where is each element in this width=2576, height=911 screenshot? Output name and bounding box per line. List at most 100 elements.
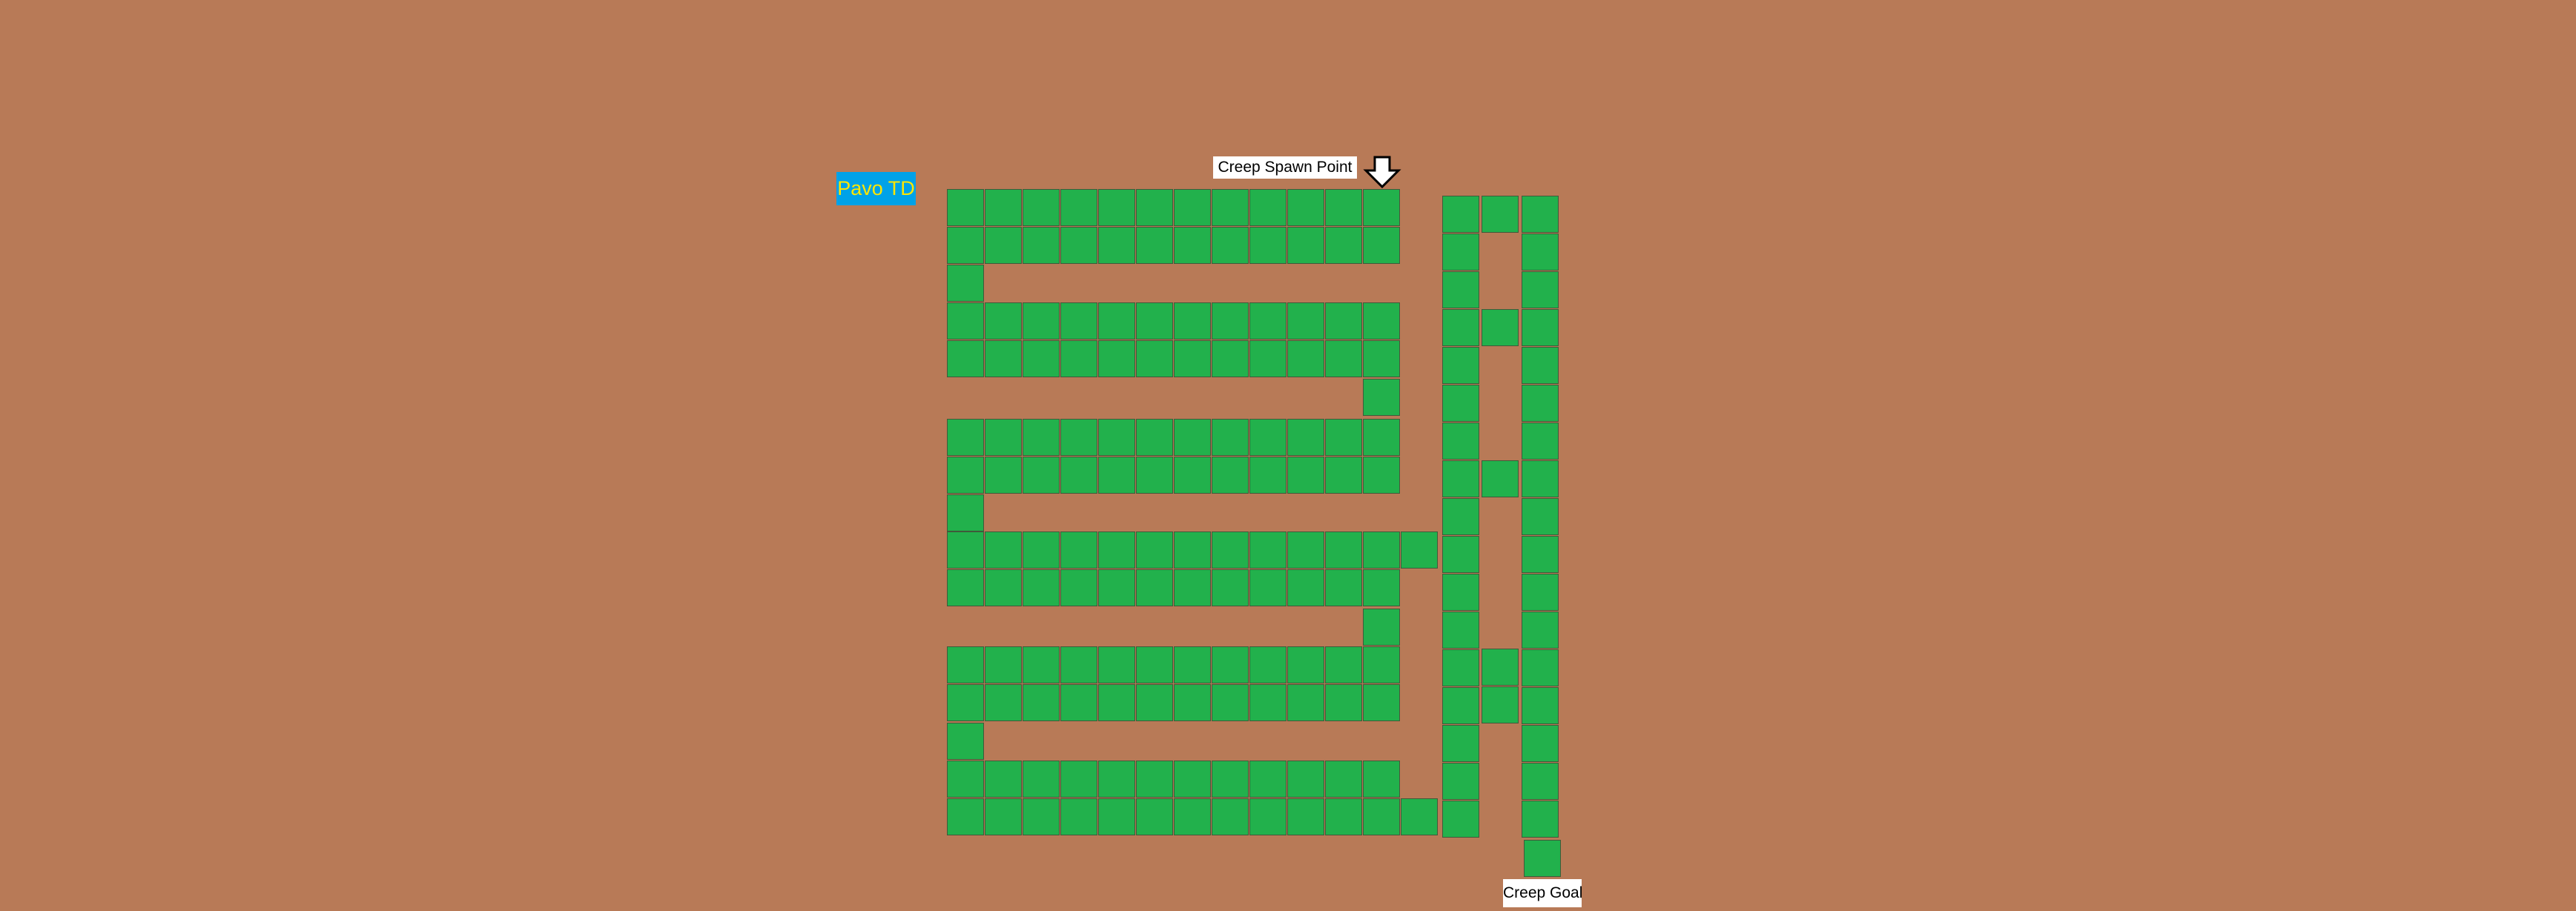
path-tile[interactable] (1060, 227, 1097, 264)
path-tile[interactable] (1249, 340, 1287, 377)
path-tile[interactable] (1060, 531, 1097, 569)
path-tile[interactable] (947, 265, 984, 302)
path-tile[interactable] (1098, 419, 1135, 456)
path-tile[interactable] (1136, 302, 1173, 339)
path-tile[interactable] (1325, 646, 1362, 683)
path-tile[interactable] (1442, 536, 1479, 573)
path-tile[interactable] (1287, 189, 1324, 226)
path-tile[interactable] (1249, 684, 1287, 721)
path-tile[interactable] (1522, 233, 1559, 271)
path-tile[interactable] (1363, 379, 1400, 416)
path-tile[interactable] (1522, 498, 1559, 535)
path-tile[interactable] (1442, 498, 1479, 535)
path-tile[interactable] (1212, 302, 1249, 339)
path-tile[interactable] (985, 189, 1022, 226)
path-tile[interactable] (1023, 419, 1060, 456)
path-tile[interactable] (1174, 531, 1211, 569)
path-tile[interactable] (1174, 227, 1211, 264)
path-tile[interactable] (1098, 302, 1135, 339)
path-tile[interactable] (985, 457, 1022, 494)
path-tile[interactable] (1522, 423, 1559, 460)
path-tile[interactable] (1249, 569, 1287, 606)
path-tile[interactable] (1442, 309, 1479, 346)
path-tile[interactable] (1136, 569, 1173, 606)
path-tile[interactable] (947, 798, 984, 835)
path-tile[interactable] (1212, 646, 1249, 683)
path-tile[interactable] (1249, 227, 1287, 264)
path-tile[interactable] (947, 419, 984, 456)
path-tile[interactable] (1023, 684, 1060, 721)
path-tile[interactable] (1098, 457, 1135, 494)
path-tile[interactable] (1325, 302, 1362, 339)
path-tile[interactable] (1442, 271, 1479, 308)
path-tile[interactable] (1023, 646, 1060, 683)
path-tile[interactable] (1212, 457, 1249, 494)
path-tile[interactable] (1023, 227, 1060, 264)
path-tile[interactable] (1522, 460, 1559, 497)
path-tile[interactable] (1325, 227, 1362, 264)
path-tile[interactable] (1060, 684, 1097, 721)
path-tile[interactable] (1363, 569, 1400, 606)
path-tile[interactable] (1136, 419, 1173, 456)
path-tile[interactable] (1212, 761, 1249, 798)
path-tile[interactable] (985, 761, 1022, 798)
path-tile[interactable] (1325, 761, 1362, 798)
path-tile[interactable] (985, 798, 1022, 835)
path-tile[interactable] (1287, 227, 1324, 264)
path-tile[interactable] (1325, 531, 1362, 569)
path-tile[interactable] (1522, 612, 1559, 649)
path-tile[interactable] (1136, 189, 1173, 226)
path-tile[interactable] (1174, 684, 1211, 721)
path-tile[interactable] (947, 684, 984, 721)
path-tile[interactable] (1442, 801, 1479, 838)
path-tile[interactable] (1212, 419, 1249, 456)
path-tile[interactable] (1442, 347, 1479, 384)
path-tile[interactable] (985, 531, 1022, 569)
path-tile[interactable] (947, 340, 984, 377)
path-tile[interactable] (1136, 798, 1173, 835)
path-tile[interactable] (1287, 646, 1324, 683)
path-tile[interactable] (1325, 569, 1362, 606)
path-tile[interactable] (1442, 612, 1479, 649)
path-tile[interactable] (1060, 340, 1097, 377)
path-tile[interactable] (1098, 761, 1135, 798)
path-tile[interactable] (1482, 686, 1519, 723)
path-tile[interactable] (1363, 646, 1400, 683)
path-tile[interactable] (1325, 340, 1362, 377)
path-tile[interactable] (1249, 531, 1287, 569)
path-tile[interactable] (1212, 684, 1249, 721)
path-tile[interactable] (947, 531, 984, 569)
path-tile[interactable] (1136, 340, 1173, 377)
path-tile[interactable] (1287, 531, 1324, 569)
path-tile[interactable] (1522, 196, 1559, 233)
path-tile[interactable] (1098, 531, 1135, 569)
path-tile[interactable] (1098, 684, 1135, 721)
path-tile[interactable] (1482, 649, 1519, 686)
path-tile[interactable] (1174, 340, 1211, 377)
path-tile[interactable] (1023, 798, 1060, 835)
path-tile[interactable] (1287, 457, 1324, 494)
path-tile[interactable] (1524, 840, 1561, 877)
path-tile[interactable] (1249, 457, 1287, 494)
path-tile[interactable] (1174, 419, 1211, 456)
path-tile[interactable] (1174, 798, 1211, 835)
path-tile[interactable] (1442, 574, 1479, 611)
path-tile[interactable] (947, 646, 984, 683)
path-tile[interactable] (1212, 340, 1249, 377)
path-tile[interactable] (1482, 309, 1519, 346)
path-tile[interactable] (1212, 227, 1249, 264)
path-tile[interactable] (1136, 646, 1173, 683)
path-tile[interactable] (1442, 385, 1479, 422)
path-tile[interactable] (1287, 340, 1324, 377)
path-tile[interactable] (1522, 687, 1559, 724)
path-tile[interactable] (1060, 798, 1097, 835)
path-tile[interactable] (1363, 761, 1400, 798)
path-tile[interactable] (1363, 457, 1400, 494)
path-tile[interactable] (1023, 569, 1060, 606)
path-tile[interactable] (1098, 189, 1135, 226)
path-tile[interactable] (1482, 196, 1519, 233)
path-tile[interactable] (985, 569, 1022, 606)
path-tile[interactable] (947, 761, 984, 798)
path-tile[interactable] (1098, 646, 1135, 683)
path-tile[interactable] (985, 646, 1022, 683)
